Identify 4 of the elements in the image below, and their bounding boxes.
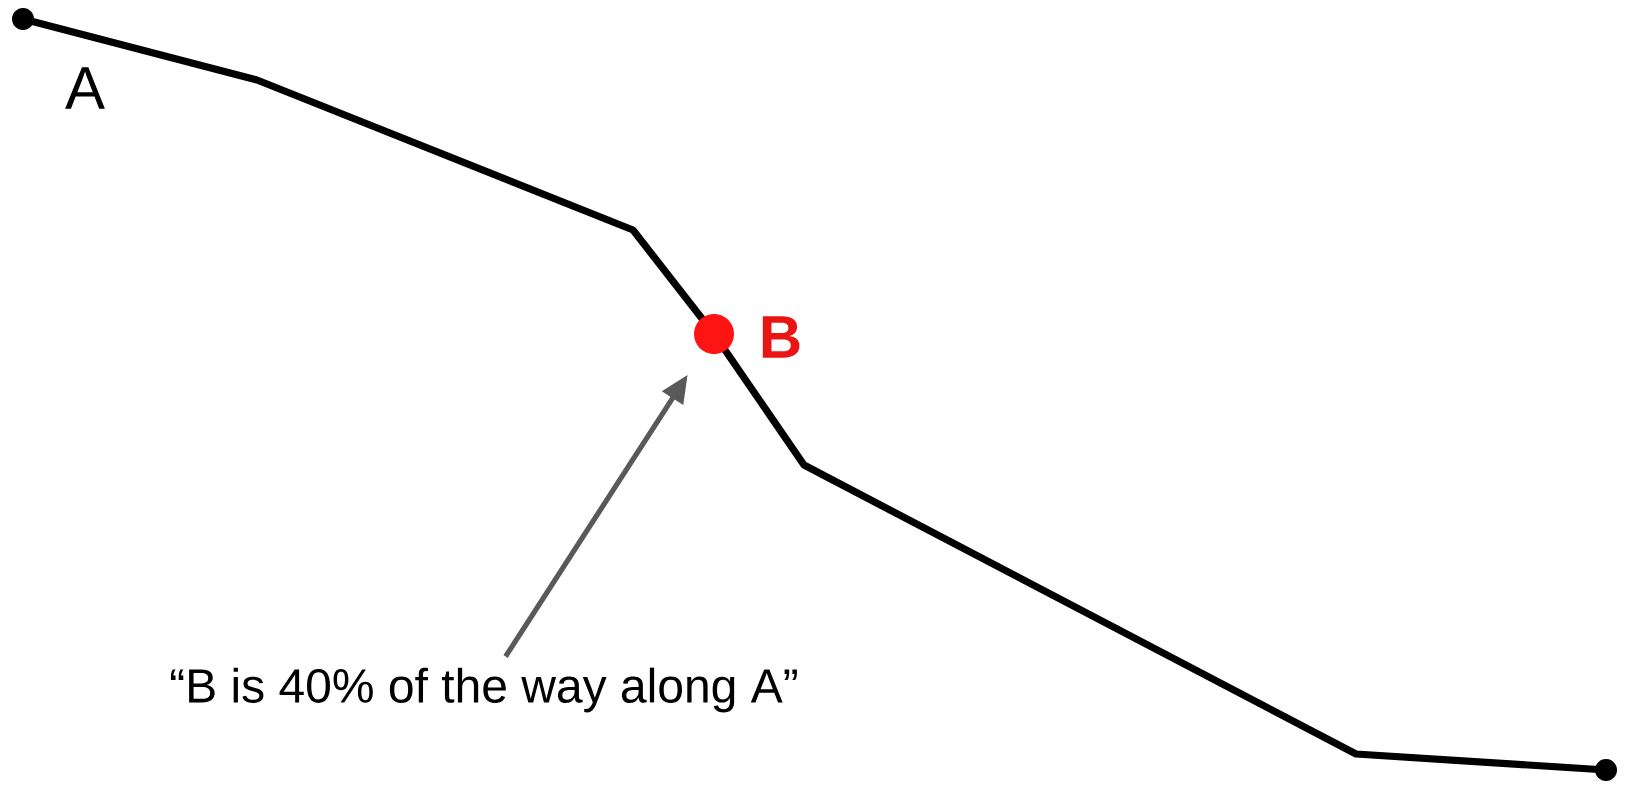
point-label: B bbox=[762, 316, 800, 358]
quote-text: “B is 40% of the way along A” bbox=[170, 667, 797, 713]
point-marker bbox=[694, 314, 734, 354]
endpoint-label: A bbox=[65, 67, 105, 109]
